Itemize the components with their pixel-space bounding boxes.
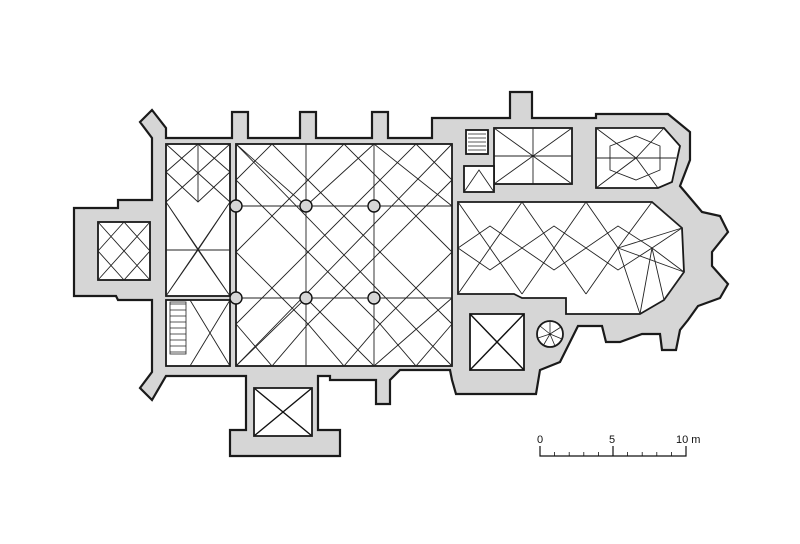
pier [229, 199, 243, 213]
scale-bar-ticks [554, 452, 672, 456]
south-porch-frame [253, 387, 313, 437]
scale-label-10: 10 m [676, 434, 700, 446]
west-porch-vault [97, 221, 151, 281]
pier [229, 291, 243, 305]
scale-label-5: 5 [609, 434, 615, 446]
pier [367, 199, 381, 213]
nave-net-vault [235, 143, 453, 367]
west-stair-room [165, 299, 231, 367]
west-bay-vault-north [165, 143, 231, 203]
pier [299, 291, 313, 305]
west-bay-vault-middle [165, 201, 231, 297]
pier [299, 199, 313, 213]
chancel-star-vault [457, 201, 685, 315]
scale-label-0: 0 [537, 434, 543, 446]
vault-ribs [97, 127, 685, 437]
south-chapel-vault [469, 313, 525, 371]
scale-bar: 0 5 10 m [537, 434, 700, 457]
north-sacristy-east-vault [595, 127, 676, 189]
south-porch-vault [253, 387, 313, 437]
nave-piers [229, 199, 381, 305]
west-stair-vault [189, 299, 231, 367]
wall-mass [72, 90, 730, 458]
north-sacristy-west-vault [493, 127, 573, 185]
spiral-stair-steps [537, 321, 563, 347]
scale-bar-line [539, 446, 687, 457]
west-stair-treads [169, 301, 187, 355]
north-stair-treads [468, 133, 486, 151]
north-vestibule-vault [463, 169, 495, 193]
pier [367, 291, 381, 305]
